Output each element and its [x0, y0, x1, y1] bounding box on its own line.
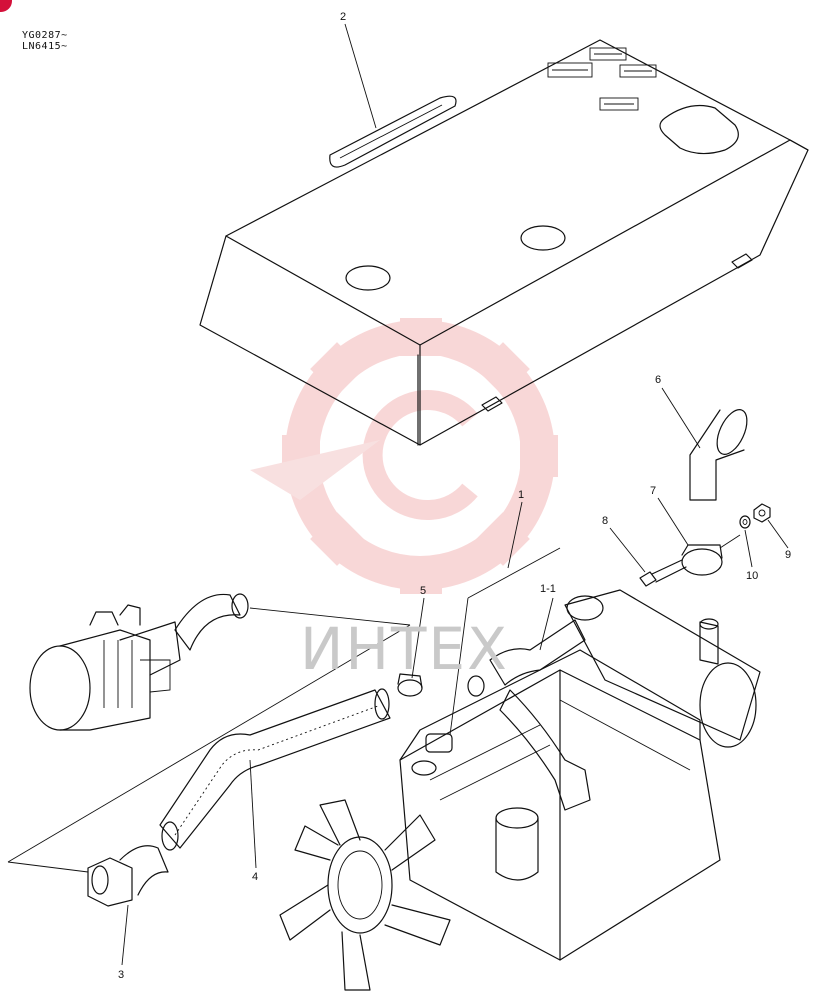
band-clamp	[681, 534, 741, 576]
engine-hood	[199, 39, 809, 446]
washer	[739, 515, 751, 529]
callout-10: 10	[746, 570, 758, 582]
leader-3	[121, 904, 129, 966]
callout-1-1: 1-1	[540, 583, 556, 595]
callout-3: 3	[118, 969, 124, 981]
intake-elbow	[87, 845, 169, 907]
serial-line-1: YG0287~	[22, 30, 68, 41]
callout-8: 8	[602, 515, 608, 527]
callout-2: 2	[340, 11, 346, 23]
serial-line-2: LN6415~	[22, 41, 68, 52]
leader-5	[411, 597, 425, 679]
callout-6: 6	[655, 374, 661, 386]
leader-6	[661, 387, 701, 449]
leader-4	[249, 759, 257, 869]
watermark-text: ИНТЕХ	[300, 615, 509, 683]
leader-2	[344, 23, 377, 129]
leader-10	[744, 529, 753, 568]
leader-1-bracket	[467, 547, 561, 599]
callout-4: 4	[252, 871, 258, 883]
leader-1-filler	[449, 597, 469, 736]
leader-9	[767, 519, 789, 549]
callout-5: 5	[420, 585, 426, 597]
hose-clamp	[397, 673, 423, 697]
intake-hose	[159, 688, 391, 851]
callout-7: 7	[650, 485, 656, 497]
leader-7	[657, 497, 689, 546]
vent-grille	[547, 47, 657, 111]
leader-1	[507, 501, 523, 569]
leader-8	[609, 527, 646, 573]
leader-1-1	[539, 597, 554, 651]
serial-range: YG0287~ LN6415~	[22, 30, 68, 52]
callout-1: 1	[518, 489, 524, 501]
hex-bolt	[639, 559, 687, 587]
air-inlet-cap	[689, 409, 748, 501]
engine-assembly	[279, 589, 761, 991]
watermark-gear-icon	[250, 318, 558, 594]
leader-loop-a	[7, 624, 411, 863]
callout-9: 9	[785, 549, 791, 561]
hex-nut	[753, 503, 771, 523]
air-cleaner	[29, 593, 249, 731]
leader-loop-c	[249, 607, 411, 626]
leader-loop-b	[7, 861, 89, 873]
